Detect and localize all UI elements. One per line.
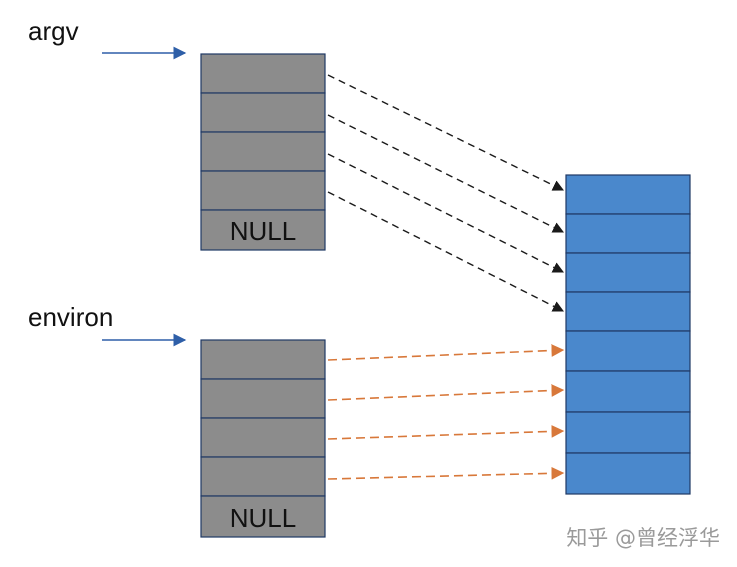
environ-null-label: NULL xyxy=(230,503,296,533)
argv-label: argv xyxy=(28,16,79,46)
argv-pointers xyxy=(327,74,565,312)
argv-null-label: NULL xyxy=(230,216,296,246)
string-cell xyxy=(565,174,691,215)
environ-pointer-arrow-icon xyxy=(327,344,565,361)
argv-pointer-arrow-icon xyxy=(327,74,565,191)
environ-cell xyxy=(200,378,326,419)
argv-cell xyxy=(200,92,326,133)
argv-cell xyxy=(200,170,326,211)
environ-pointer-arrow-icon xyxy=(327,466,565,480)
argv-null-cell xyxy=(200,209,326,251)
string-cell xyxy=(565,291,691,332)
string-cell xyxy=(565,330,691,372)
argv-pointer-arrow-icon xyxy=(327,191,564,312)
argv-pointer-arrow-icon xyxy=(327,153,565,273)
environ-cell xyxy=(200,456,326,497)
environ-label: environ xyxy=(28,302,113,332)
argv-array: NULL xyxy=(200,53,326,251)
environ-pointers xyxy=(327,344,565,480)
watermark: 知乎 @曾经浮华 xyxy=(566,526,720,550)
string-cell xyxy=(565,213,691,254)
argv-pointer-arrow-icon xyxy=(327,114,565,233)
environ-cell xyxy=(200,417,326,458)
environ-pointer-arrow-icon xyxy=(327,384,565,401)
argv-cell xyxy=(200,131,326,172)
string-cell xyxy=(565,252,691,293)
string-cell xyxy=(565,370,691,413)
string-cell xyxy=(565,452,691,495)
environ-array: NULL xyxy=(200,339,326,538)
environ-pointer-arrow-icon xyxy=(327,424,565,440)
environ-cell xyxy=(200,339,326,380)
argv-cell xyxy=(200,53,326,94)
environ-null-cell xyxy=(200,495,326,538)
string-cell xyxy=(565,411,691,454)
strings-block xyxy=(565,174,691,495)
